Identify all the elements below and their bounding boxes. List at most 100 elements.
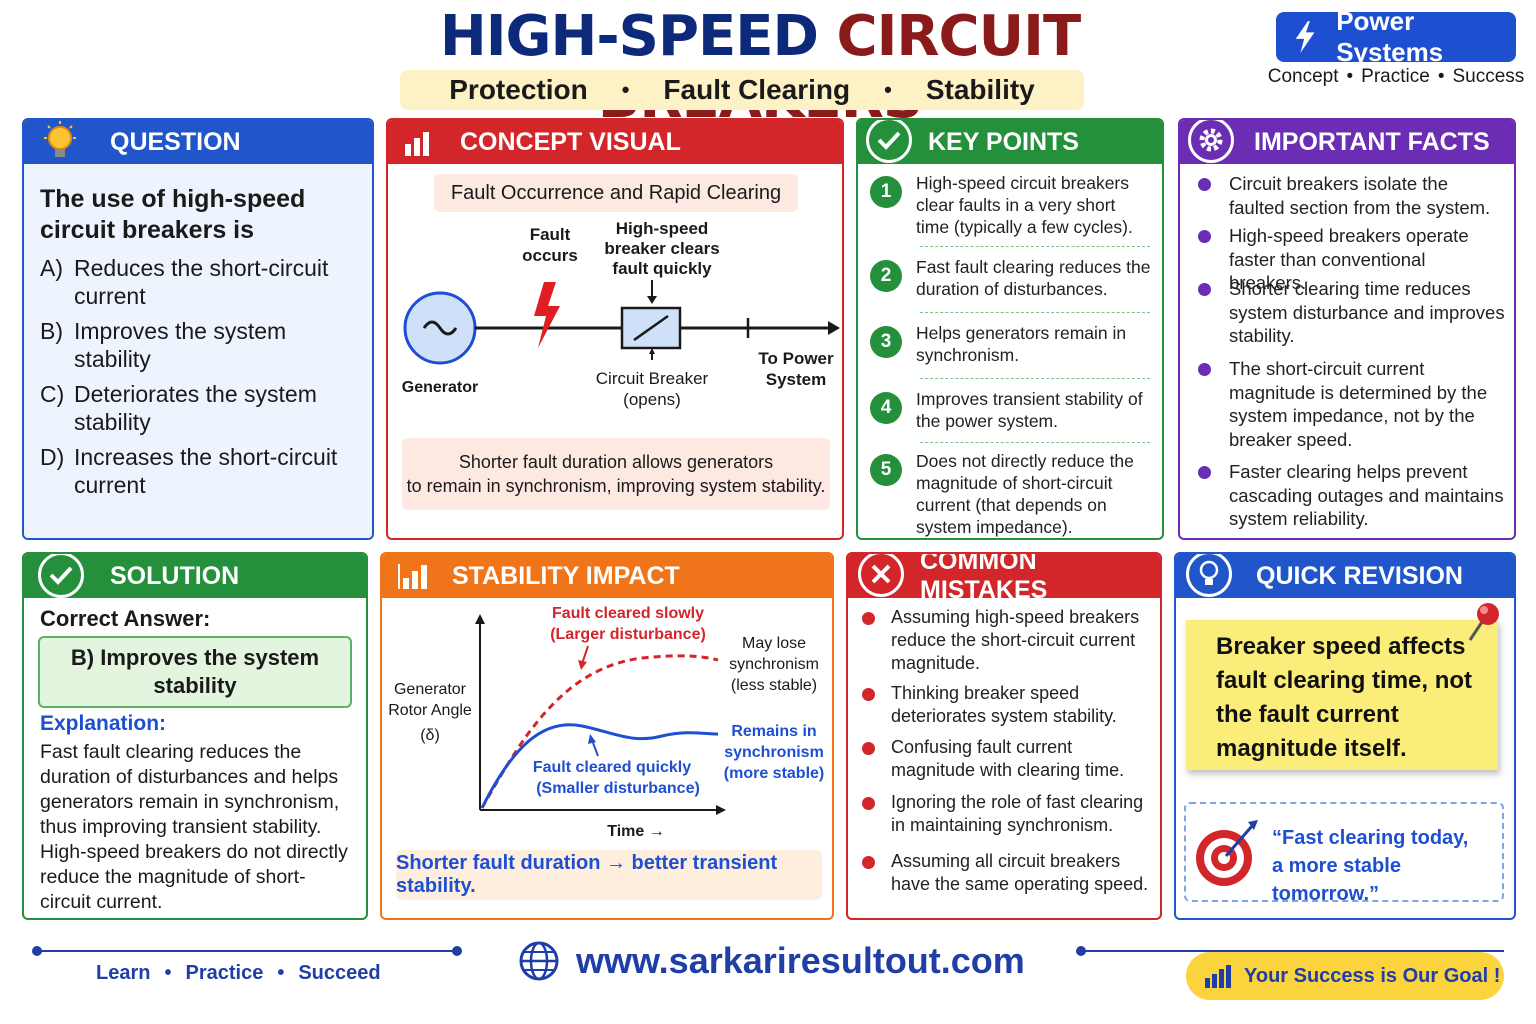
mistakes-header: COMMON MISTAKES <box>848 554 1160 604</box>
fact-item: High-speed breakers operate faster than … <box>1198 224 1506 295</box>
concept-header: CONCEPT VISUAL <box>388 120 842 164</box>
bar-chart-icon <box>405 132 429 156</box>
check-circle-icon <box>866 120 912 163</box>
fault-label-2: occurs <box>522 246 578 265</box>
system-label-2: System <box>766 370 826 389</box>
close-icon <box>858 554 904 597</box>
page-title: HIGH-SPEED CIRCUIT BREAKERS <box>300 6 1220 130</box>
website-url: www.sarkariresultout.com <box>576 940 1025 981</box>
slow-result-3: (less stable) <box>731 677 817 694</box>
slow-label-1: Fault cleared slowly <box>552 605 704 622</box>
option-d[interactable]: D)Increases the short-circuit current <box>40 444 338 498</box>
option-b[interactable]: B)Improves the system stability <box>40 318 287 372</box>
bar-chart-icon <box>398 564 427 589</box>
stability-note: Shorter fault duration → better transien… <box>396 850 822 900</box>
explanation-label: Explanation: <box>40 712 167 735</box>
fast-result-3: (more stable) <box>724 765 824 782</box>
bullet-dot: • <box>621 77 630 102</box>
concept-title: CONCEPT VISUAL <box>460 127 681 156</box>
bar-chart-icon <box>1205 965 1231 988</box>
question-text: The use of high-speed circuit breakers i… <box>40 185 306 244</box>
tagline-practice: Practice <box>1361 66 1430 87</box>
lightning-icon <box>1295 21 1315 53</box>
lightbulb-icon <box>34 120 86 168</box>
concept-visual-panel: CONCEPT VISUAL Fault Occurrence and Rapi… <box>386 118 844 540</box>
stability-header: STABILITY IMPACT <box>382 554 832 598</box>
options-list: A)Reduces the short-circuit current B)Im… <box>40 254 362 506</box>
title-part1: HIGH-SPEED <box>439 4 819 69</box>
fast-label-2: (Smaller disturbance) <box>536 780 700 797</box>
subtitle-protection: Protection <box>449 74 588 105</box>
subtitle-bar: Protection • Fault Clearing • Stability <box>400 70 1084 110</box>
footer-dot <box>452 946 462 956</box>
lightbulb-icon <box>1186 554 1232 597</box>
rotor-angle-chart: Fault cleared slowly (Larger disturbance… <box>388 605 824 840</box>
breaker-note-2: breaker clears <box>604 239 719 258</box>
slow-result-2: synchronism <box>729 656 819 673</box>
bullet-dot: • <box>884 77 892 102</box>
mistake-item: Ignoring the role of fast clearing in ma… <box>862 791 1152 837</box>
divider <box>920 246 1150 247</box>
concept-note: Shorter fault duration allows generators… <box>402 438 830 510</box>
slow-label-2: (Larger disturbance) <box>550 626 706 643</box>
important-facts-panel: IMPORTANT FACTS Circuit breakers isolate… <box>1178 118 1516 540</box>
pushpin-icon <box>1468 603 1499 641</box>
fast-result-2: synchronism <box>724 744 824 761</box>
fact-item: Faster clearing helps prevent cascading … <box>1198 460 1506 531</box>
y-label-1: Generator <box>394 681 467 698</box>
tagline-concept: Concept <box>1267 66 1339 87</box>
stability-impact-panel: STABILITY IMPACT Fault cleared slowly (L… <box>380 552 834 920</box>
goal-text: Your Success is Our Goal ! <box>1244 964 1501 987</box>
option-c[interactable]: C)Deteriorates the system stability <box>40 381 317 435</box>
mistake-item: Confusing fault current magnitude with c… <box>862 736 1152 782</box>
breaker-label-1: Circuit Breaker <box>596 369 709 388</box>
lightning-fault-icon <box>534 282 560 348</box>
footer-dot <box>32 946 42 956</box>
mistake-item: Thinking breaker speed deteriorates syst… <box>862 682 1152 728</box>
divider <box>920 378 1150 379</box>
circuit-diagram: Fault occurs High-speed breaker clears f… <box>402 220 840 409</box>
target-icon <box>1196 820 1258 886</box>
mistake-item: Assuming all circuit breakers have the s… <box>862 850 1152 896</box>
fast-clearing-curve <box>480 723 719 809</box>
mistake-item: Assuming high-speed breakers reduce the … <box>862 606 1152 675</box>
website-link[interactable]: www.sarkariresultout.com <box>518 940 1025 982</box>
sticky-note: Breaker speed affects fault clearing tim… <box>1186 620 1498 770</box>
gear-icon <box>1188 120 1234 163</box>
option-a[interactable]: A)Reduces the short-circuit current <box>40 255 329 309</box>
question-title: QUESTION <box>110 127 241 156</box>
correct-answer-label: Correct Answer: <box>40 606 211 631</box>
revision-title: QUICK REVISION <box>1256 561 1463 590</box>
revision-header: QUICK REVISION <box>1176 554 1514 598</box>
solution-title: SOLUTION <box>110 561 240 590</box>
fact-item: Shorter clearing time reduces system dis… <box>1198 277 1506 348</box>
breaker-label-2: (opens) <box>623 390 681 409</box>
concept-subheading: Fault Occurrence and Rapid Clearing <box>434 174 798 212</box>
divider <box>920 312 1150 313</box>
motto-succeed: Succeed <box>298 962 381 984</box>
check-circle-icon <box>38 554 84 598</box>
solution-header: SOLUTION <box>24 554 366 598</box>
subtitle-stability: Stability <box>925 74 1035 105</box>
footer-dot <box>1076 946 1086 956</box>
slow-result-1: May lose <box>742 635 806 652</box>
subtitle-fault-clearing: Fault Clearing <box>663 74 851 105</box>
arrow-icon <box>828 321 840 335</box>
y-label-2: Rotor Angle <box>388 702 472 719</box>
fault-label-1: Fault <box>530 225 571 244</box>
key-points-title: KEY POINTS <box>928 127 1079 156</box>
correct-answer-box: B) Improves the system stability <box>38 636 352 708</box>
fast-result-1: Remains in <box>731 723 816 740</box>
footer-line <box>40 950 456 952</box>
common-mistakes-panel: COMMON MISTAKES Assuming high-speed brea… <box>846 552 1162 920</box>
quick-revision-panel: QUICK REVISION Breaker speed affects fau… <box>1174 552 1516 920</box>
question-panel: QUESTION The use of high-speed circuit b… <box>22 118 374 540</box>
explanation-text: Fast fault clearing reduces the duration… <box>40 741 348 913</box>
fact-item: Circuit breakers isolate the faulted sec… <box>1198 172 1506 219</box>
motto-practice: Practice <box>185 962 264 984</box>
mistakes-title: COMMON MISTAKES <box>920 552 1048 604</box>
